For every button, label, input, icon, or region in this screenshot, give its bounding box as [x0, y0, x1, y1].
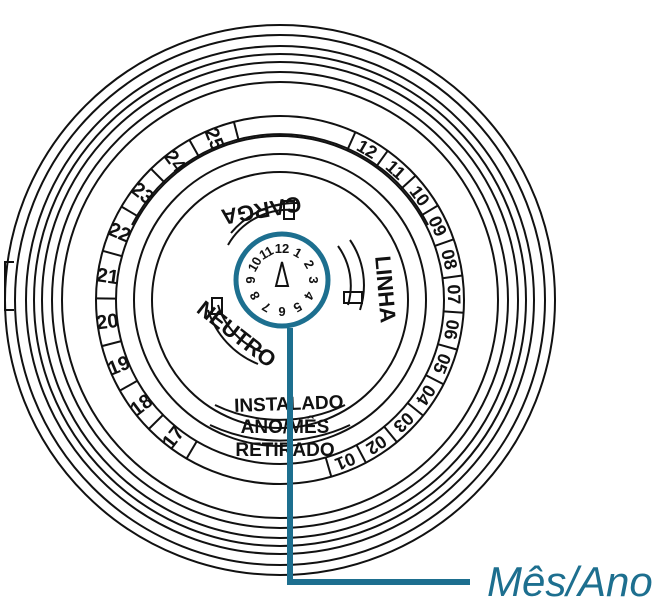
right-number-08: 08 [437, 247, 461, 271]
right-divider [383, 425, 398, 443]
left-segment-dividers [95, 121, 240, 460]
outer-rings [4, 24, 556, 576]
right-number-09: 09 [424, 213, 451, 240]
left-number-20: 20 [95, 310, 120, 335]
right-number-06: 06 [440, 318, 463, 341]
left-divider [232, 121, 240, 142]
dial-number-12: 12 [275, 241, 289, 256]
ano-mes-label: ANO/MÊS [241, 416, 330, 438]
right-number-11: 11 [382, 156, 410, 184]
dial-number-10: 10 [245, 254, 265, 274]
callout-leader [287, 328, 470, 585]
right-divider [355, 444, 367, 464]
month-dial-highlight [233, 231, 331, 329]
left-divider [185, 440, 198, 460]
date-ring [95, 115, 465, 485]
right-number-10: 10 [405, 182, 433, 210]
right-divider [420, 204, 439, 217]
left-number-19: 19 [105, 352, 134, 381]
left-number-21: 21 [95, 264, 120, 289]
dial-number-9: 9 [243, 276, 258, 283]
dial-number-11: 11 [257, 243, 276, 263]
right-divider [324, 457, 333, 477]
right-divider [375, 150, 389, 168]
right-number-02: 02 [363, 431, 391, 459]
left-tab [4, 261, 14, 311]
left-number-25: 25 [200, 125, 229, 154]
right-divider [442, 274, 463, 280]
right-number-03: 03 [389, 408, 417, 436]
right-number-01: 01 [332, 448, 358, 474]
right-number-05: 05 [429, 351, 455, 377]
right-divider [434, 238, 455, 247]
dial-number-6: 6 [278, 304, 285, 319]
left-number-17: 17 [158, 422, 189, 453]
left-divider [102, 249, 123, 258]
left-divider [188, 139, 201, 158]
left-divider [150, 168, 166, 184]
right-divider [406, 402, 424, 417]
dial-arrow-icon [274, 261, 290, 287]
linha-block: LINHA [337, 239, 401, 324]
left-divider [119, 379, 138, 392]
left-number-18: 18 [126, 390, 157, 421]
right-number-07: 07 [444, 284, 465, 305]
bottom-band: INSTALADO ANO/MÊS RETIRADO [209, 392, 351, 461]
right-divider [437, 343, 458, 351]
right-divider [425, 374, 444, 386]
left-divider [101, 340, 122, 348]
left-number-24: 24 [159, 146, 190, 178]
callout-label: Mês/Ano [487, 558, 653, 599]
dial-number-3: 3 [306, 276, 321, 283]
left-divider [148, 414, 164, 430]
left-number-22: 22 [105, 218, 134, 247]
right-number-04: 04 [412, 381, 440, 409]
retirado-label: RETIRADO [235, 440, 334, 461]
right-divider [400, 174, 417, 190]
right-number-12: 12 [353, 136, 380, 163]
right-segment-dividers [324, 131, 464, 477]
right-divider [443, 310, 464, 314]
left-divider [120, 205, 140, 218]
left-number-23: 23 [127, 178, 158, 209]
linha-label: LINHA [370, 255, 401, 324]
right-divider [346, 131, 357, 151]
